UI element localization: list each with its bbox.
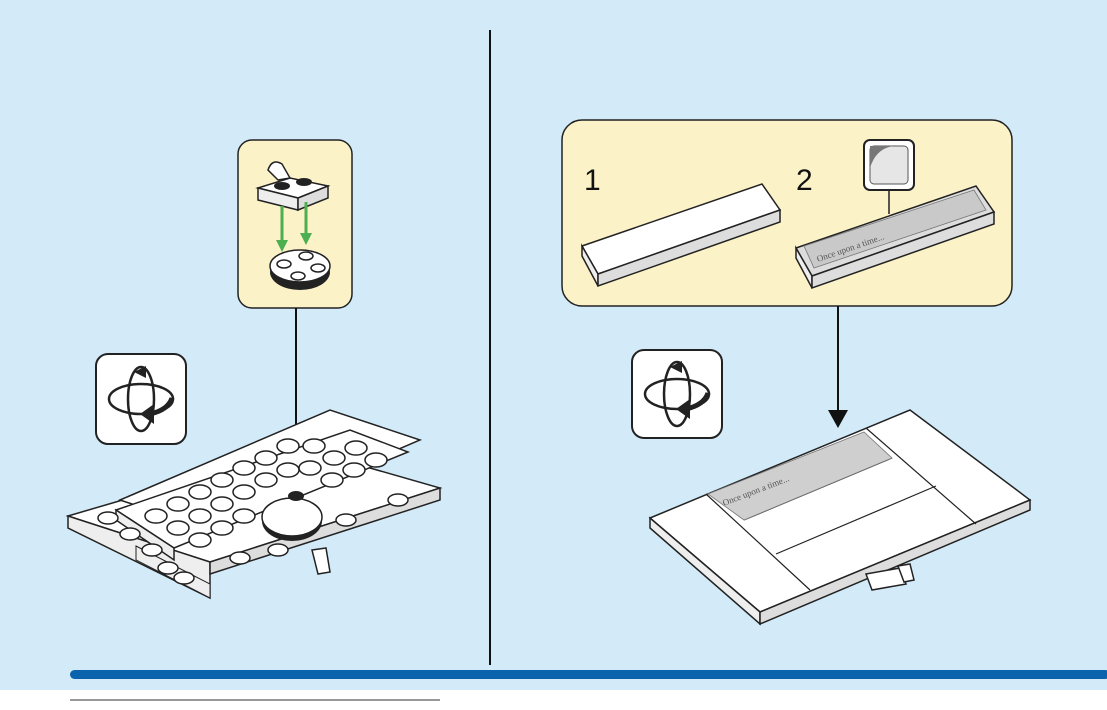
sticker-peel-icon (864, 140, 914, 190)
sub-step-1-label: 1 (584, 164, 601, 197)
bottom-accent-bar (70, 670, 1107, 679)
right-arrow-head (828, 410, 848, 428)
right-callout-box: 1 2 Once upon a time... (562, 120, 1012, 306)
sub-step-2-label: 2 (796, 164, 813, 197)
rotate-model-icon (96, 354, 186, 444)
right-model: Once upon a time... (650, 410, 1030, 624)
left-callout-box (238, 140, 352, 308)
rotate-model-icon (632, 350, 722, 438)
